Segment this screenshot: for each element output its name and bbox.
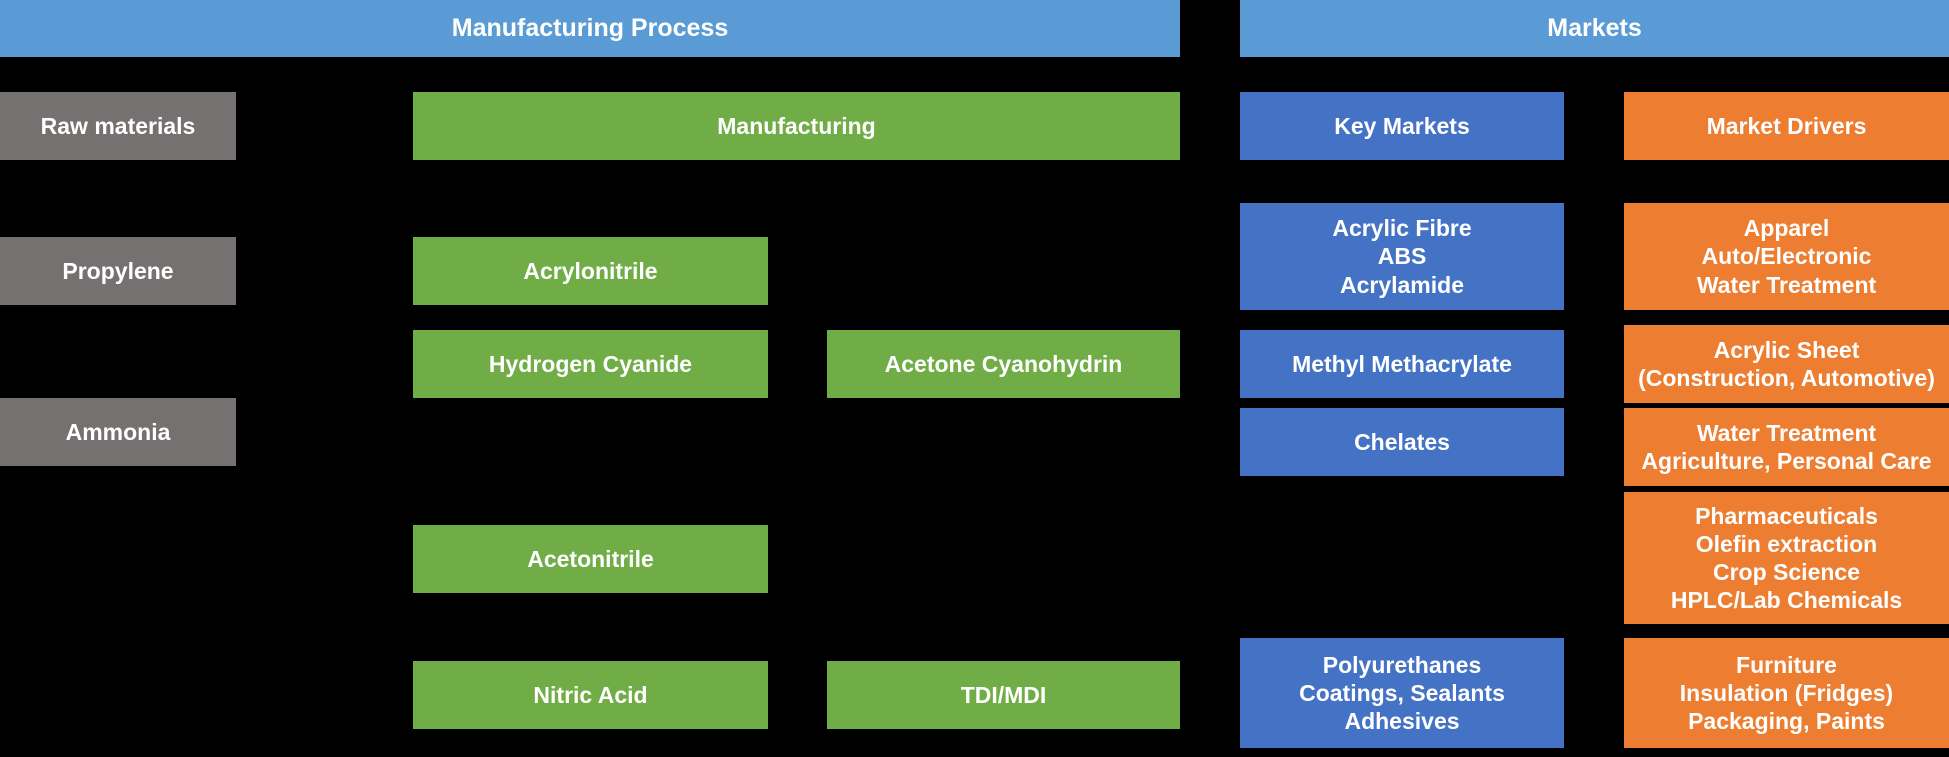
market-driver-apparel-auto-water: Apparel Auto/Electronic Water Treatment xyxy=(1624,203,1949,310)
manufacturing-acetonitrile: Acetonitrile xyxy=(413,525,768,593)
market-driver-acrylic-sheet: Acrylic Sheet (Construction, Automotive) xyxy=(1624,325,1949,403)
banner-markets: Markets xyxy=(1240,0,1949,57)
manufacturing-nitric-acid: Nitric Acid xyxy=(413,661,768,729)
manufacturing-hydrogen-cyanide: Hydrogen Cyanide xyxy=(413,330,768,398)
column-header-key-markets: Key Markets xyxy=(1240,92,1564,160)
market-driver-furniture-insulation: Furniture Insulation (Fridges) Packaging… xyxy=(1624,638,1949,748)
raw-material-ammonia: Ammonia xyxy=(0,398,236,466)
column-header-manufacturing: Manufacturing xyxy=(413,92,1180,160)
banner-manufacturing-process: Manufacturing Process xyxy=(0,0,1180,57)
key-market-methyl-methacrylate: Methyl Methacrylate xyxy=(1240,330,1564,398)
raw-material-propylene: Propylene xyxy=(0,237,236,305)
market-driver-pharmaceuticals: Pharmaceuticals Olefin extraction Crop S… xyxy=(1624,492,1949,624)
column-header-market-drivers: Market Drivers xyxy=(1624,92,1949,160)
manufacturing-acetone-cyanohydrin: Acetone Cyanohydrin xyxy=(827,330,1180,398)
key-market-chelates: Chelates xyxy=(1240,408,1564,476)
column-header-raw-materials: Raw materials xyxy=(0,92,236,160)
market-driver-water-treatment-agriculture: Water Treatment Agriculture, Personal Ca… xyxy=(1624,408,1949,486)
key-market-acrylic-fibre-abs-acrylamide: Acrylic Fibre ABS Acrylamide xyxy=(1240,203,1564,310)
manufacturing-acrylonitrile: Acrylonitrile xyxy=(413,237,768,305)
manufacturing-tdi-mdi: TDI/MDI xyxy=(827,661,1180,729)
key-market-polyurethanes: Polyurethanes Coatings, Sealants Adhesiv… xyxy=(1240,638,1564,748)
